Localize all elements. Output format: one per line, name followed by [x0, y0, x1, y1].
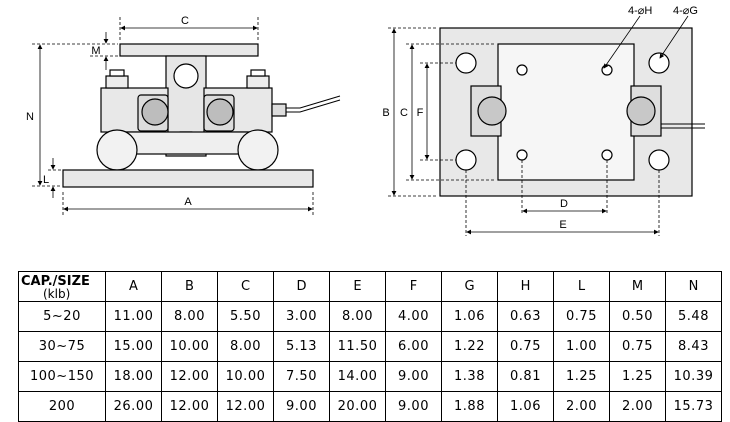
value-cell: 1.06 [497, 391, 554, 422]
value-cell: 9.00 [385, 391, 442, 422]
value-cell: 12.00 [161, 391, 218, 422]
hole-g-3 [455, 149, 477, 171]
value-cell: 1.06 [441, 301, 498, 332]
value-cell: 15.00 [105, 331, 162, 362]
value-cell: 11.00 [105, 301, 162, 332]
column-header: F [385, 271, 442, 302]
roller-right [237, 129, 279, 171]
value-cell: 4.00 [385, 301, 442, 332]
dim-label-h-top: 4-⌀H [628, 5, 652, 17]
column-header: E [329, 271, 386, 302]
value-cell: 26.00 [105, 391, 162, 422]
value-cell: 0.75 [553, 301, 610, 332]
value-cell: 1.22 [441, 331, 498, 362]
value-cell: 9.00 [385, 361, 442, 392]
hole-g-2 [648, 52, 670, 74]
value-cell: 6.00 [385, 331, 442, 362]
roller-left [96, 129, 138, 171]
value-cell: 0.63 [497, 301, 554, 332]
dim-label-c-side: C [181, 15, 189, 27]
hole-h-4 [601, 149, 613, 161]
column-header: A [105, 271, 162, 302]
value-cell: 10.00 [161, 331, 218, 362]
value-cell: 3.00 [273, 301, 330, 332]
dim-label-l-side: L [43, 174, 49, 186]
dim-label-g-top: 4-⌀G [673, 5, 698, 17]
top-plate [119, 43, 259, 57]
cap-unit-label: (klb) [43, 287, 71, 301]
value-cell: 14.00 [329, 361, 386, 392]
top-plate-top [497, 43, 635, 181]
cap-cell: 5~20 [18, 301, 106, 332]
dim-label-m-side: M [91, 45, 100, 57]
cap-size-header: CAP./SIZE (klb) [18, 271, 106, 302]
value-cell: 5.13 [273, 331, 330, 362]
value-cell: 1.00 [553, 331, 610, 362]
value-cell: 2.00 [609, 391, 666, 422]
spec-table: CAP./SIZE (klb) A B C D E F G H L M N 5~… [18, 271, 722, 422]
base-plate [62, 169, 314, 188]
cap-cell: 100~150 [18, 361, 106, 392]
dim-label-f-top: F [417, 107, 424, 119]
column-header: C [217, 271, 274, 302]
cap-cell: 200 [18, 391, 106, 422]
value-cell: 8.43 [665, 331, 722, 362]
dim-label-e-top: E [559, 219, 566, 231]
side-view [62, 43, 341, 188]
dim-label-d-top: D [560, 198, 568, 210]
value-cell: 1.38 [441, 361, 498, 392]
top-view [439, 27, 705, 197]
column-header: D [273, 271, 330, 302]
column-header: G [441, 271, 498, 302]
value-cell: 0.75 [609, 331, 666, 362]
value-cell: 20.00 [329, 391, 386, 422]
value-cell: 8.00 [329, 301, 386, 332]
value-cell: 1.88 [441, 391, 498, 422]
column-header: M [609, 271, 666, 302]
dim-label-n-side: N [26, 111, 34, 123]
value-cell: 8.00 [161, 301, 218, 332]
hole-h-2 [601, 64, 613, 76]
hole-g-4 [648, 149, 670, 171]
value-cell: 11.50 [329, 331, 386, 362]
value-cell: 1.25 [553, 361, 610, 392]
table-row: 100~150 18.00 12.00 10.00 7.50 14.00 9.0… [18, 361, 722, 392]
value-cell: 18.00 [105, 361, 162, 392]
value-cell: 1.25 [609, 361, 666, 392]
hole-g-1 [455, 52, 477, 74]
hole-h-1 [516, 64, 528, 76]
value-cell: 10.00 [217, 361, 274, 392]
column-header: L [553, 271, 610, 302]
value-cell: 12.00 [217, 391, 274, 422]
value-cell: 5.48 [665, 301, 722, 332]
value-cell: 0.50 [609, 301, 666, 332]
value-cell: 8.00 [217, 331, 274, 362]
table-row: 200 26.00 12.00 12.00 9.00 20.00 9.00 1.… [18, 391, 722, 422]
table-row: 30~75 15.00 10.00 8.00 5.13 11.50 6.00 1… [18, 331, 722, 362]
hole-h-3 [516, 149, 528, 161]
cap-cell: 30~75 [18, 331, 106, 362]
value-cell: 0.81 [497, 361, 554, 392]
cap-size-label: CAP./SIZE [21, 274, 90, 289]
technical-drawing: C A N L M [26, 5, 705, 236]
dim-label-a-side: A [184, 196, 192, 208]
value-cell: 9.00 [273, 391, 330, 422]
value-cell: 0.75 [497, 331, 554, 362]
column-header: B [161, 271, 218, 302]
dim-label-c-top: C [400, 107, 408, 119]
value-cell: 2.00 [553, 391, 610, 422]
column-header: H [497, 271, 554, 302]
column-header: N [665, 271, 722, 302]
dim-label-b-top: B [382, 107, 389, 119]
value-cell: 5.50 [217, 301, 274, 332]
table-header-row: CAP./SIZE (klb) A B C D E F G H L M N [18, 271, 722, 302]
table-row: 5~20 11.00 8.00 5.50 3.00 8.00 4.00 1.06… [18, 301, 722, 332]
value-cell: 15.73 [665, 391, 722, 422]
value-cell: 12.00 [161, 361, 218, 392]
value-cell: 10.39 [665, 361, 722, 392]
value-cell: 7.50 [273, 361, 330, 392]
